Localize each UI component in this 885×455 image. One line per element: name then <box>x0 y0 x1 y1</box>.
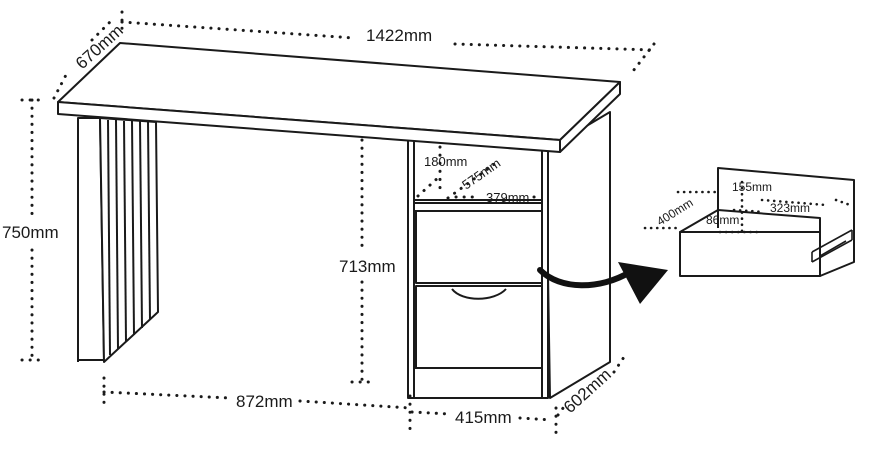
label-desk-width: 1422mm <box>366 26 432 45</box>
label-cabinet-height: 713mm <box>339 257 396 276</box>
cabinet <box>407 111 611 399</box>
label-drawer-width: 323mm <box>770 201 810 215</box>
drawer-detail <box>679 167 855 277</box>
label-drawer-height: 155mm <box>732 180 772 194</box>
label-drawer-inner-height: 86mm <box>706 213 739 227</box>
drawer-rail-icon <box>811 229 853 263</box>
label-shelf-height: 180mm <box>424 154 467 169</box>
label-desk-height: 750mm <box>2 223 59 242</box>
label-drawer-depth: 400mm <box>654 195 695 228</box>
label-cabinet-width: 415mm <box>455 408 512 427</box>
label-shelf-width: 379mm <box>486 190 529 205</box>
upper-drawer-front <box>415 210 543 284</box>
drawer-dimension-lines <box>643 180 852 234</box>
dimension-lines <box>20 10 656 442</box>
desktop <box>57 42 621 153</box>
drawer-handle <box>451 288 507 300</box>
arrow-curved-right-icon <box>537 262 668 304</box>
desk-drawing <box>57 42 621 399</box>
slatted-leg <box>77 117 159 363</box>
label-leg-gap: 872mm <box>236 392 293 411</box>
